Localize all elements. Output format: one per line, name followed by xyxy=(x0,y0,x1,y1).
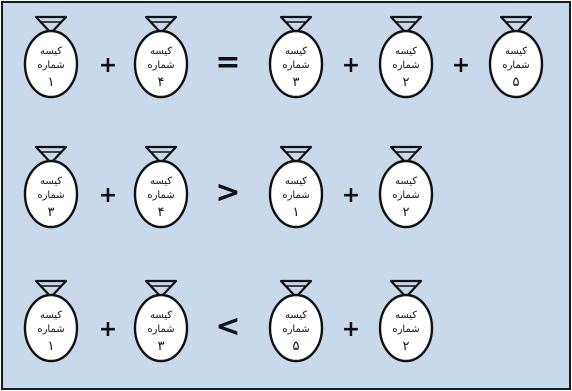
bag-left-1: کیسه شماره ۱ xyxy=(23,279,79,363)
bag-left-2: کیسه شماره ۳ xyxy=(133,279,189,363)
greater-than-sign: > xyxy=(215,175,240,210)
bag-right-1: کیسه شماره ۱ xyxy=(268,145,324,229)
plus-sign: + xyxy=(342,317,360,342)
less-than-sign: < xyxy=(215,309,240,344)
bag-body xyxy=(378,293,434,363)
bag-tie-icon xyxy=(34,145,68,165)
bag-right-1: کیسه شماره ۳ xyxy=(268,15,324,99)
bag-body xyxy=(23,159,79,229)
bag-caption-line-1: کیسه xyxy=(505,46,527,57)
bag-caption-line-1: کیسه xyxy=(395,176,417,187)
bag-body xyxy=(133,29,189,99)
bag-right-1: کیسه شماره ۵ xyxy=(268,279,324,363)
bag-body xyxy=(133,293,189,363)
bag-caption-line-2: شماره xyxy=(502,60,529,71)
bag-tie-icon xyxy=(499,15,533,35)
bag-caption-line-1: کیسه xyxy=(150,176,172,187)
bag-body xyxy=(268,29,324,99)
bag-number: ۴ xyxy=(158,205,165,220)
bag-left-2: کیسه شماره ۴ xyxy=(133,15,189,99)
bag-tie-icon xyxy=(144,279,178,299)
bag-caption-line-2: شماره xyxy=(147,190,174,201)
bag-number: ۱ xyxy=(293,205,300,220)
bag-caption-line-1: کیسه xyxy=(285,176,307,187)
bag-number: ۵ xyxy=(513,75,520,90)
bag-caption-line-1: کیسه xyxy=(40,310,62,321)
bag-caption-line-2: شماره xyxy=(147,60,174,71)
bag-tie-icon xyxy=(389,145,423,165)
bag-number: ۱ xyxy=(48,75,55,90)
bag-caption-line-1: کیسه xyxy=(285,310,307,321)
plus-sign: + xyxy=(99,183,117,208)
bag-tie-icon xyxy=(279,279,313,299)
bag-number: ۵ xyxy=(293,339,300,354)
bag-caption-line-1: کیسه xyxy=(40,176,62,187)
bag-tie-icon xyxy=(279,145,313,165)
bag-caption-line-2: شماره xyxy=(147,324,174,335)
bag-caption-line-2: شماره xyxy=(392,324,419,335)
bag-body xyxy=(488,29,544,99)
bag-left-1: کیسه شماره ۳ xyxy=(23,145,79,229)
bag-caption-line-1: کیسه xyxy=(40,46,62,57)
bag-body xyxy=(133,159,189,229)
bag-caption-line-1: کیسه xyxy=(395,310,417,321)
bag-right-3: کیسه شماره ۵ xyxy=(488,15,544,99)
bag-number: ۲ xyxy=(403,205,410,220)
bag-caption-line-2: شماره xyxy=(37,324,64,335)
bag-body xyxy=(23,29,79,99)
bag-tie-icon xyxy=(144,145,178,165)
bag-caption-line-2: شماره xyxy=(392,60,419,71)
bag-caption-line-1: کیسه xyxy=(150,46,172,57)
bag-caption-line-1: کیسه xyxy=(150,310,172,321)
bag-number: ۱ xyxy=(48,339,55,354)
plus-sign: + xyxy=(99,317,117,342)
bag-body xyxy=(378,159,434,229)
bag-tie-icon xyxy=(34,15,68,35)
plus-sign: + xyxy=(342,53,360,78)
bag-caption-line-2: شماره xyxy=(392,190,419,201)
bag-number: ۲ xyxy=(403,75,410,90)
bag-number: ۲ xyxy=(403,339,410,354)
bag-tie-icon xyxy=(389,279,423,299)
bag-tie-icon xyxy=(279,15,313,35)
bag-caption-line-2: شماره xyxy=(282,190,309,201)
bag-body xyxy=(378,29,434,99)
plus-sign: + xyxy=(452,53,470,78)
bag-body xyxy=(268,293,324,363)
bag-number: ۳ xyxy=(158,339,165,354)
plus-sign: + xyxy=(342,183,360,208)
bag-tie-icon xyxy=(34,279,68,299)
equals-sign: = xyxy=(215,45,240,80)
bag-caption-line-2: شماره xyxy=(282,60,309,71)
bag-tie-icon xyxy=(389,15,423,35)
bag-right-2: کیسه شماره ۲ xyxy=(378,145,434,229)
bag-right-2: کیسه شماره ۲ xyxy=(378,279,434,363)
bag-caption-line-1: کیسه xyxy=(395,46,417,57)
bag-caption-line-1: کیسه xyxy=(285,46,307,57)
bag-number: ۳ xyxy=(48,205,55,220)
bag-body xyxy=(268,159,324,229)
bag-number: ۳ xyxy=(293,75,300,90)
bag-caption-line-2: شماره xyxy=(37,60,64,71)
bag-left-1: کیسه شماره ۱ xyxy=(23,15,79,99)
plus-sign: + xyxy=(99,53,117,78)
bag-caption-line-2: شماره xyxy=(282,324,309,335)
bag-body xyxy=(23,293,79,363)
bag-number: ۴ xyxy=(158,75,165,90)
bag-tie-icon xyxy=(144,15,178,35)
bag-left-2: کیسه شماره ۴ xyxy=(133,145,189,229)
bag-caption-line-2: شماره xyxy=(37,190,64,201)
bag-right-2: کیسه شماره ۲ xyxy=(378,15,434,99)
